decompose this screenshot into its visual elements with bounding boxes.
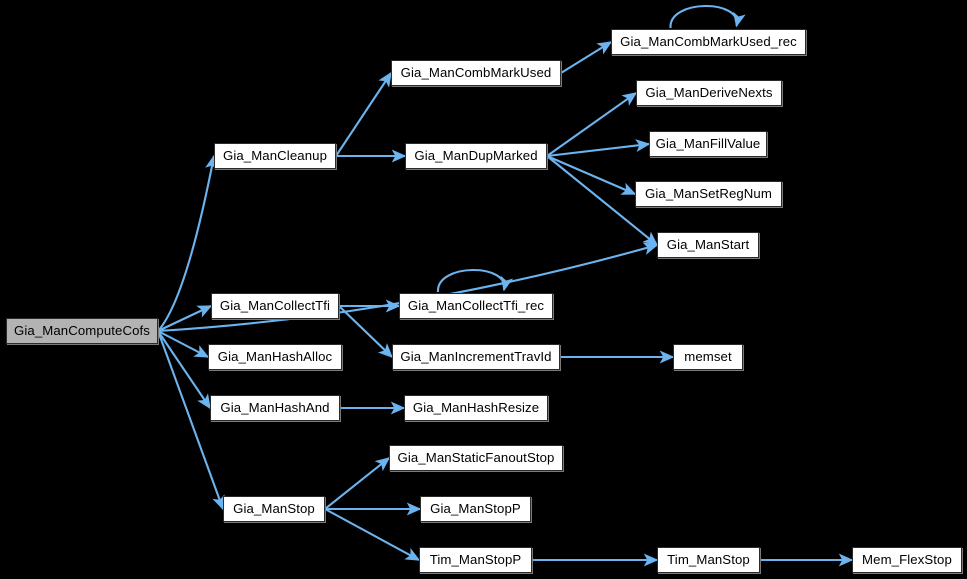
graph-edge-comb_mark_used_rec-to-comb_mark_used_rec — [669, 4, 746, 29]
graph-node-label: memset — [684, 349, 732, 365]
graph-node-collect_tfi_rec[interactable]: Gia_ManCollectTfi_rec — [399, 293, 553, 319]
graph-node-derive_nexts[interactable]: Gia_ManDeriveNexts — [636, 80, 782, 106]
graph-node-label: Gia_ManHashAlloc — [217, 349, 333, 365]
graph-edge-compute_cofs-to-cleanup — [157, 154, 218, 332]
graph-edge-compute_cofs-to-hash_and — [157, 330, 211, 410]
graph-node-label: Gia_ManCollectTfi — [219, 298, 331, 314]
graph-node-label: Gia_ManComputeCofs — [14, 323, 150, 339]
graph-node-label: Gia_ManCombMarkUsed_rec — [620, 34, 797, 50]
graph-node-label: Gia_ManIncrementTravId — [400, 349, 552, 365]
graph-node-label: Gia_ManStaticFanoutStop — [397, 450, 555, 466]
graph-node-static_fanout_stop[interactable]: Gia_ManStaticFanoutStop — [389, 445, 563, 471]
graph-node-label: Tim_ManStopP — [429, 552, 522, 568]
graph-node-label: Gia_ManStopP — [430, 501, 521, 517]
graph-node-label: Gia_ManSetRegNum — [645, 186, 772, 202]
graph-edge-dup_marked-to-fill_value — [546, 139, 651, 158]
graph-edge-comb_mark_used-to-comb_mark_used_rec — [560, 41, 613, 74]
graph-edge-compute_cofs-to-hash_alloc — [157, 330, 210, 358]
graph-edge-compute_cofs-to-collect_tfi — [157, 305, 213, 332]
graph-node-tim_man_stop[interactable]: Tim_ManStop — [657, 547, 760, 573]
graph-node-dup_marked[interactable]: Gia_ManDupMarked — [405, 143, 547, 169]
graph-node-label: Gia_ManStop — [233, 501, 315, 517]
graph-node-increment_trav_id[interactable]: Gia_ManIncrementTravId — [392, 344, 560, 370]
graph-node-label: Tim_ManStop — [667, 552, 750, 568]
graph-node-comb_mark_used_rec[interactable]: Gia_ManCombMarkUsed_rec — [611, 29, 806, 55]
graph-node-label: Gia_ManDupMarked — [414, 148, 538, 164]
graph-node-man_stop[interactable]: Gia_ManStop — [223, 496, 325, 522]
graph-node-fill_value[interactable]: Gia_ManFillValue — [649, 131, 767, 157]
graph-node-label: Gia_ManCleanup — [222, 148, 328, 164]
graph-node-hash_and[interactable]: Gia_ManHashAnd — [210, 395, 340, 421]
graph-node-label: Mem_FlexStop — [862, 552, 952, 568]
graph-node-label: Gia_ManCombMarkUsed — [400, 65, 552, 81]
graph-node-label: Gia_ManHashResize — [412, 400, 540, 416]
graph-edge-man_stop-to-static_fanout_stop — [324, 457, 391, 510]
graph-node-collect_tfi[interactable]: Gia_ManCollectTfi — [211, 293, 339, 319]
graph-edge-man_stop-to-tim_man_stop_p — [324, 508, 421, 561]
graph-node-label: Gia_ManStart — [666, 237, 750, 253]
graph-node-label: Gia_ManCollectTfi_rec — [407, 298, 545, 314]
graph-node-set_reg_num[interactable]: Gia_ManSetRegNum — [635, 181, 782, 207]
graph-node-man_start[interactable]: Gia_ManStart — [657, 232, 759, 258]
graph-edge-collect_tfi-to-increment_trav_id — [338, 305, 394, 359]
graph-node-label: Gia_ManHashAnd — [220, 400, 330, 416]
graph-node-mem_flex_stop[interactable]: Mem_FlexStop — [852, 547, 962, 573]
graph-node-comb_mark_used[interactable]: Gia_ManCombMarkUsed — [391, 60, 561, 86]
graph-edge-dup_marked-to-derive_nexts — [546, 92, 638, 157]
graph-node-memset[interactable]: memset — [673, 344, 743, 370]
graph-node-compute_cofs[interactable]: Gia_ManComputeCofs — [6, 318, 158, 344]
graph-node-cleanup[interactable]: Gia_ManCleanup — [214, 143, 336, 169]
graph-node-man_stop_p[interactable]: Gia_ManStopP — [420, 496, 531, 522]
graph-edge-dup_marked-to-set_reg_num — [546, 155, 637, 195]
graph-node-label: Gia_ManDeriveNexts — [645, 85, 773, 101]
graph-node-label: Gia_ManFillValue — [655, 136, 761, 152]
graph-edge-cleanup-to-comb_mark_used — [335, 71, 392, 157]
graph-node-hash_alloc[interactable]: Gia_ManHashAlloc — [208, 344, 342, 370]
graph-node-hash_resize[interactable]: Gia_ManHashResize — [404, 395, 548, 421]
graph-edge-collect_tfi_rec-to-collect_tfi_rec — [436, 268, 514, 293]
graph-node-tim_man_stop_p[interactable]: Tim_ManStopP — [419, 547, 532, 573]
